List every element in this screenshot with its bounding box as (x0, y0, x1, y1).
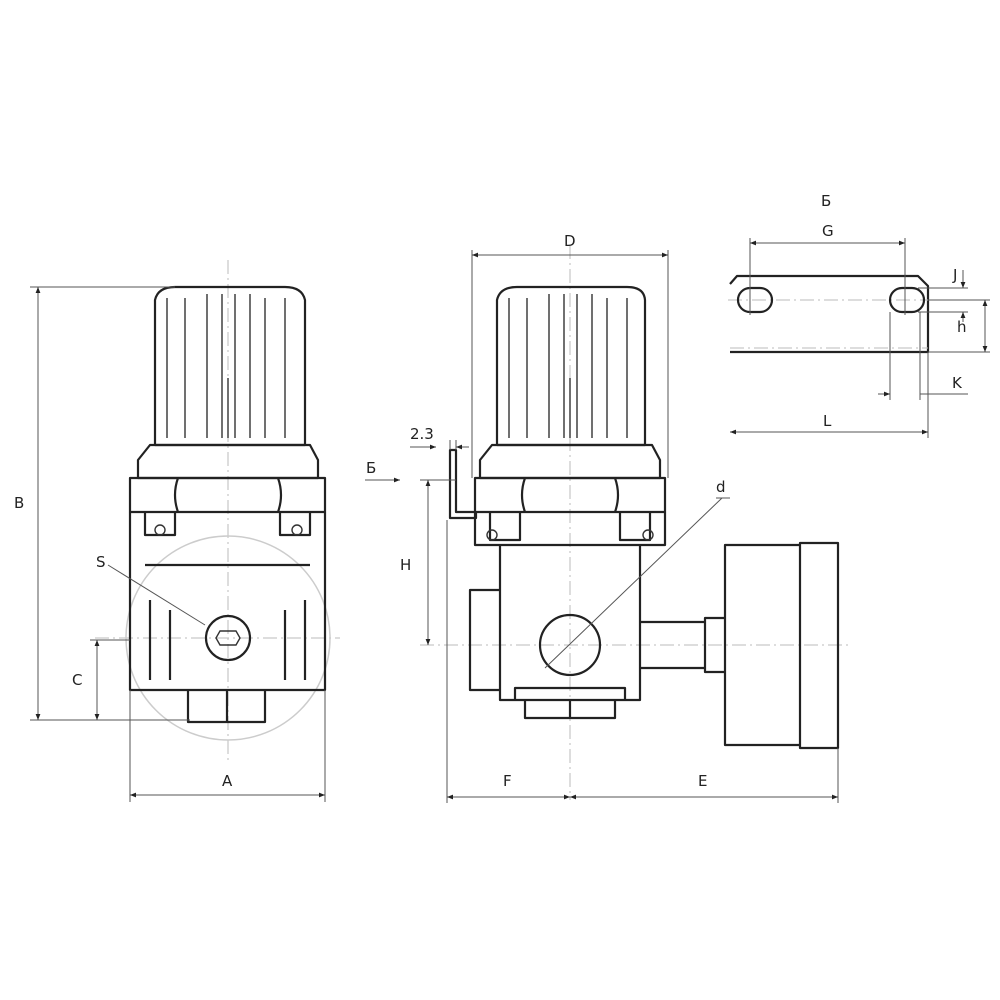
dim-label-d: d (716, 478, 726, 496)
pressure-gauge (640, 541, 840, 750)
dim-label-J: J (952, 266, 957, 284)
dim-label-L: L (823, 412, 832, 430)
bracket-plate (729, 274, 930, 354)
dim-label-C: C (72, 671, 82, 689)
adjusting-knob-side (495, 285, 647, 447)
dim-label-G: G (822, 222, 834, 240)
dim-label-B: B (14, 494, 24, 512)
dim-label-A: A (222, 772, 233, 790)
knob-ridges (166, 294, 286, 438)
dim-label-h: h (957, 318, 967, 336)
front-view (95, 260, 340, 760)
dim-label-E: E (698, 772, 707, 790)
bottom-nut (186, 690, 267, 724)
dim-label-D: D (564, 232, 576, 250)
hex-socket-icon (215, 630, 241, 646)
gauge-outline (125, 535, 331, 741)
dim-label-K: K (952, 374, 963, 392)
dim-label-F: F (503, 772, 512, 790)
dim-label-thickness: 2.3 (410, 425, 434, 443)
mount-slot-left (736, 286, 774, 314)
bracket-view-label: Б (821, 192, 831, 210)
front-dimensions (30, 286, 326, 802)
dim-label-H: H (400, 556, 411, 574)
adjusting-knob (153, 285, 307, 447)
outlet-port (538, 613, 602, 677)
dim-label-S: S (96, 553, 106, 571)
adjust-screw (204, 614, 252, 662)
mount-slot-right (888, 286, 926, 314)
side-view (420, 245, 850, 800)
bracket-view (728, 238, 990, 438)
view-arrow-label: Б (366, 459, 376, 477)
side-dimensions (365, 250, 839, 803)
